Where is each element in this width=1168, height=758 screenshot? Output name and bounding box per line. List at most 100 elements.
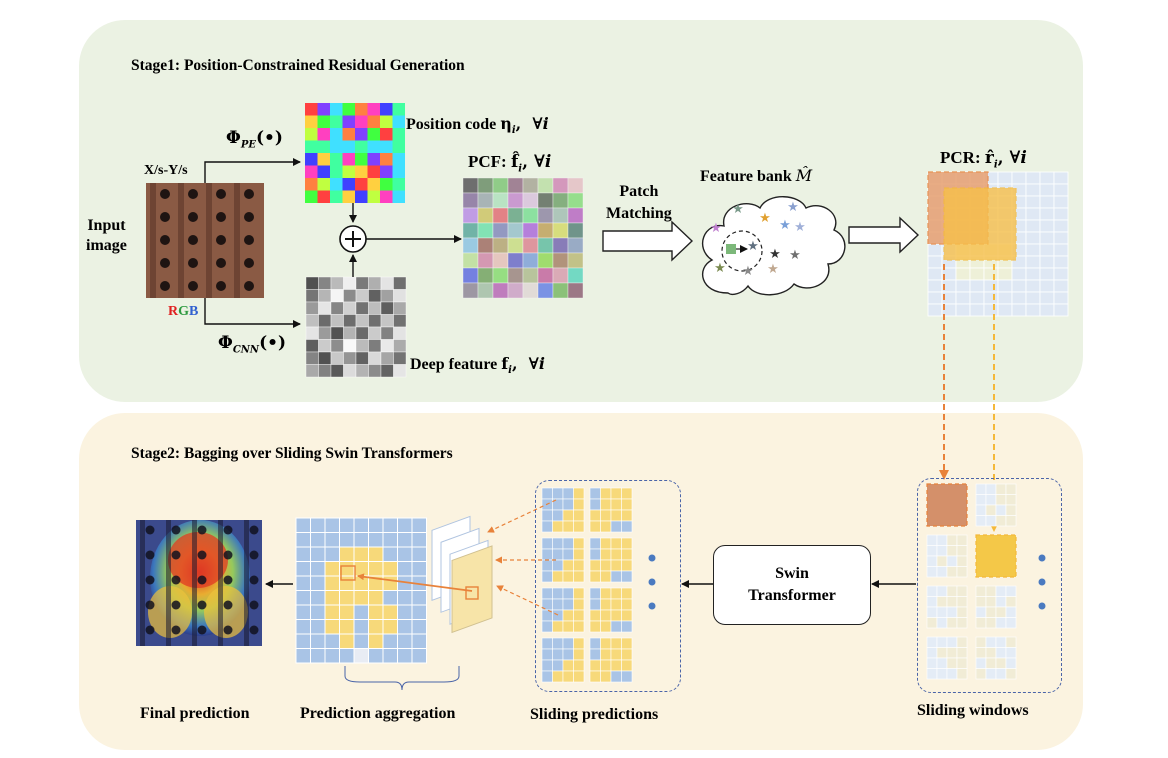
position-code-cell xyxy=(305,103,318,116)
sliding-predictions-panel xyxy=(535,480,681,692)
position-code-cell xyxy=(317,103,330,116)
feature-bank-text: Feature bank xyxy=(700,168,792,185)
pcf-cell xyxy=(522,267,539,284)
position-code-cell xyxy=(355,103,368,116)
final-hole xyxy=(223,550,233,560)
deep-feature-cell xyxy=(368,351,382,365)
rgb-g: G xyxy=(178,304,190,319)
pcf-cell xyxy=(537,207,554,224)
feature-bank-label: Feature bank M̂ xyxy=(700,166,812,186)
ellipsis-dot xyxy=(1038,554,1046,562)
input-hole xyxy=(160,189,170,199)
input-hole xyxy=(188,189,198,199)
input-hole xyxy=(244,258,254,268)
aggregation-cell xyxy=(295,590,311,606)
position-code-cell xyxy=(305,165,318,178)
pcf-cell xyxy=(552,177,569,194)
deep-feature-cell xyxy=(393,301,407,315)
f-symbol: f xyxy=(501,354,509,373)
pcr-cell xyxy=(997,267,1013,281)
pcf-cell xyxy=(492,177,509,194)
aggregation-cell xyxy=(353,590,369,606)
pcf-cell xyxy=(507,282,524,299)
pcf-cell xyxy=(492,282,509,299)
deep-feature-cell xyxy=(330,351,344,365)
position-code-cell xyxy=(392,190,405,203)
feature-star: ★ xyxy=(787,200,799,215)
pcr-cell xyxy=(1025,279,1041,293)
aggregation-cell xyxy=(397,532,413,548)
prediction-cell xyxy=(621,620,633,633)
pcr-cell xyxy=(1039,243,1055,257)
deep-feature-cell xyxy=(318,301,332,315)
pcr-cell xyxy=(1039,279,1055,293)
deep-feature-cell xyxy=(305,301,319,315)
input-hole xyxy=(188,281,198,291)
position-code-cell xyxy=(355,190,368,203)
aggregation-cell xyxy=(382,619,398,635)
pcr-cell xyxy=(1025,219,1041,233)
pcf-cell xyxy=(507,222,524,239)
feature-star: ★ xyxy=(714,261,726,276)
deep-feature-cell xyxy=(305,314,319,328)
aggregation-cell xyxy=(411,517,427,533)
aggregation-cell xyxy=(295,648,311,664)
position-code-cell xyxy=(380,190,393,203)
position-code-cell xyxy=(317,153,330,166)
i-symbol-1: i xyxy=(542,114,549,133)
prediction-cell xyxy=(621,520,633,533)
deep-feature-cell xyxy=(393,339,407,353)
pcf-cell xyxy=(507,267,524,284)
pcr-subscript: i xyxy=(993,159,998,171)
plus-junction xyxy=(339,203,462,277)
aggregation-cell xyxy=(411,633,427,649)
position-code-cell xyxy=(317,115,330,128)
input-hole xyxy=(188,212,198,222)
position-code-cell xyxy=(330,115,343,128)
pcf-cell xyxy=(492,252,509,269)
pcf-cell xyxy=(477,207,494,224)
aggregation-cell xyxy=(368,546,384,562)
pcr-cell xyxy=(1025,291,1041,305)
deep-feature-cell xyxy=(368,276,382,290)
pcr-math: r̂i, ∀i xyxy=(984,148,1027,171)
input-hole xyxy=(216,235,226,245)
pcr-cell xyxy=(955,267,971,281)
position-code-cell xyxy=(367,128,380,141)
aggregation-cell xyxy=(397,561,413,577)
position-code-cell xyxy=(305,115,318,128)
pcr-cell xyxy=(1039,231,1055,245)
feature-star: ★ xyxy=(747,239,759,254)
swin-transformer-box: Swin Transformer xyxy=(713,545,871,625)
final-hole xyxy=(223,600,233,610)
prediction-cell xyxy=(621,670,633,683)
position-code-cell xyxy=(305,140,318,153)
pcr-cell xyxy=(1025,171,1041,185)
pcf-cell xyxy=(552,207,569,224)
final-stripe xyxy=(166,520,171,646)
final-stripe xyxy=(218,520,223,646)
aggregation-cell xyxy=(310,517,326,533)
position-code-cell xyxy=(342,103,355,116)
window-orange xyxy=(926,483,968,527)
position-code-text: Position code xyxy=(406,116,497,133)
deep-feature-cell xyxy=(380,301,394,315)
pcr-cell xyxy=(927,267,943,281)
position-code-cell xyxy=(380,153,393,166)
deep-feature-cell xyxy=(343,301,357,315)
aggregation-cell xyxy=(397,648,413,664)
pcf-cell xyxy=(462,177,479,194)
aggregation-cell xyxy=(382,648,398,664)
input-hole xyxy=(244,212,254,222)
deep-feature-cell xyxy=(355,289,369,303)
aggregation-cell xyxy=(397,619,413,635)
pcf-cell xyxy=(462,237,479,254)
pcr-cell xyxy=(1011,267,1027,281)
deep-feature-cell xyxy=(305,364,319,378)
position-code-cell xyxy=(342,115,355,128)
prediction-feed-arrows xyxy=(487,499,559,616)
aggregation-cell xyxy=(411,619,427,635)
aggregation-cell xyxy=(382,575,398,591)
pcr-cell xyxy=(927,291,943,305)
aggregation-cell xyxy=(353,619,369,635)
